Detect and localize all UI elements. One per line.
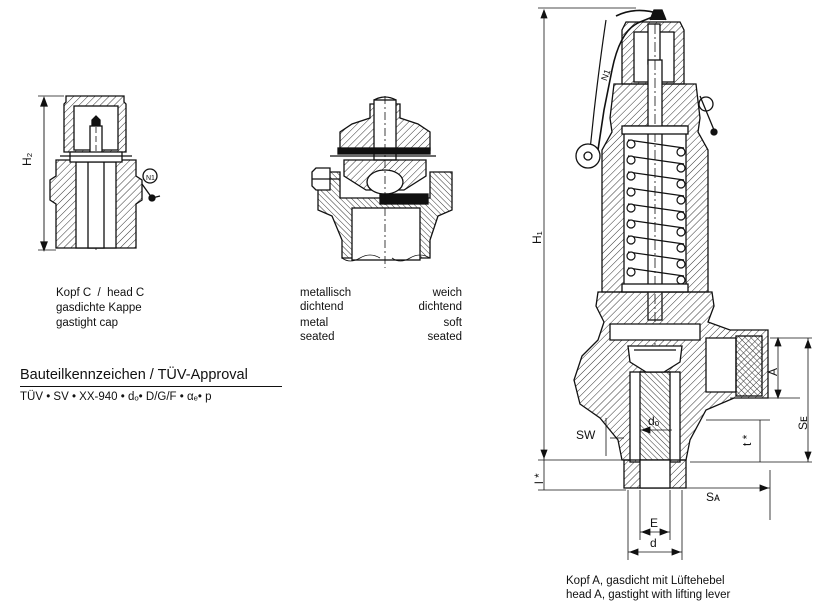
l-dimension-label: l * <box>532 473 546 484</box>
se-dimension-label: Sᴇ <box>796 416 810 430</box>
head-c-drawing <box>38 95 161 252</box>
seat-right-4: seated <box>427 331 462 343</box>
seat-detail-drawing <box>311 96 453 268</box>
a-dimension-label: A <box>766 367 780 376</box>
spring-coils <box>626 139 686 285</box>
dimension-lines <box>538 7 812 560</box>
seat-left-4: seated <box>300 331 335 343</box>
approval-codes: TÜV • SV • XX-940 • dₒ• D/G/F • αₑ• p <box>20 391 212 403</box>
seat-left-3: metal <box>300 317 329 329</box>
head-c-caption-2: gasdichte Kappe <box>56 302 142 314</box>
head-c-caption-3: gastight cap <box>56 317 119 329</box>
seat-right-2: dichtend <box>418 301 462 313</box>
h2-dimension-label: H₂ <box>20 152 34 166</box>
e-dimension-label: E <box>650 516 659 530</box>
seat-right-3: soft <box>443 317 462 329</box>
seat-left-1: metallisch <box>300 287 352 299</box>
sa-dimension-label: Sᴀ <box>706 490 720 504</box>
head-a-caption-2: head A, gastight with lifting lever <box>566 589 731 601</box>
approval-title: Bauteilkennzeichen / TÜV-Approval <box>20 367 248 383</box>
t-dimension-label: t * <box>740 434 754 446</box>
d0-dimension-label: dₒ <box>648 414 660 428</box>
head-a-caption-1: Kopf A, gasdicht mit Lüftehebel <box>566 575 725 587</box>
main-valve-drawing <box>573 9 769 489</box>
sw-dimension-label: SW <box>576 428 596 442</box>
h1-dimension-label: H₁ <box>530 231 544 244</box>
seat-left-2: dichtend <box>300 301 344 313</box>
head-c-caption-1: Kopf C / head C <box>56 287 145 299</box>
n1-mark-c: N1 <box>146 175 155 182</box>
d-dimension-label: d <box>650 536 657 550</box>
approval-underline <box>20 386 282 387</box>
seat-right-1: weich <box>432 287 462 299</box>
